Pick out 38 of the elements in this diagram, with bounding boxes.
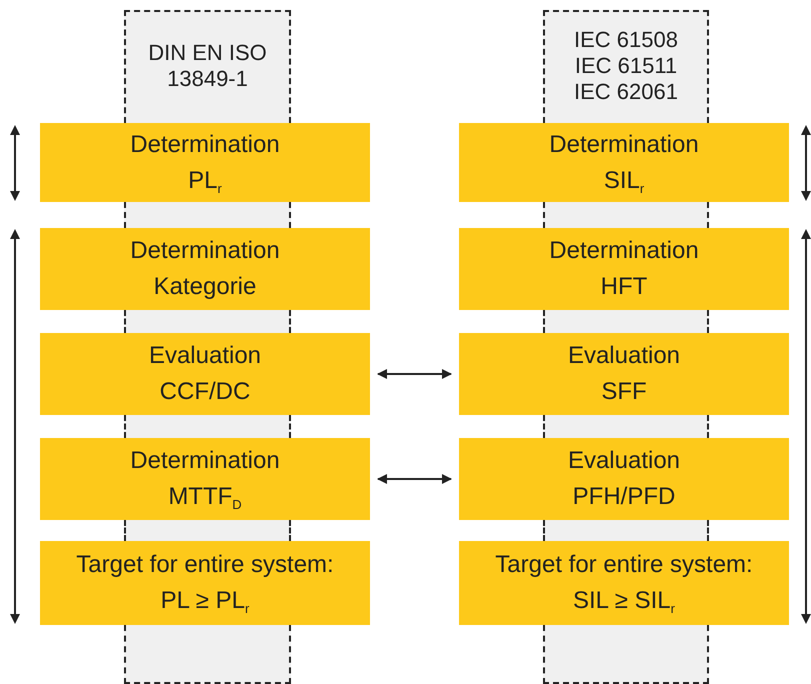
step-value: SFF (601, 377, 647, 407)
step-value: Kategorie (154, 272, 256, 302)
standard-name: IEC 61511 (574, 53, 678, 79)
standard-name: DIN EN ISO 13849-1 (147, 40, 268, 92)
step-box (459, 438, 789, 520)
step-box (459, 228, 789, 310)
step-title: Target for entire system: (76, 550, 334, 580)
step-title: Determination (130, 446, 280, 476)
step-value: SIL$_{r}$ (604, 166, 644, 198)
step-value: MTTF$_{D}$ (168, 482, 242, 514)
step-title: Determination (130, 130, 280, 160)
arrow (377, 369, 452, 379)
arrow (377, 474, 452, 484)
step-value: CCF/DC (160, 377, 250, 407)
step-title: Evaluation (148, 341, 262, 371)
step-title: Target for entire system: (495, 550, 753, 580)
standard-column (124, 10, 291, 123)
step-box (40, 333, 370, 415)
step-title: Determination (549, 236, 699, 266)
step-value: HFT (600, 272, 648, 302)
step-value: PFH/PFD (572, 482, 676, 512)
step-box (459, 333, 789, 415)
standard-name: IEC 62061 (573, 79, 679, 105)
step-value: PL ≥ PL$_{r}$ (160, 586, 250, 618)
step-box (40, 228, 370, 310)
step-box (40, 438, 370, 520)
step-title: Determination (130, 236, 280, 266)
step-title: Determination (549, 130, 699, 160)
step-box (40, 123, 370, 202)
step-value: PL$_{r}$ (188, 166, 222, 198)
step-box (40, 541, 370, 625)
step-title: Evaluation (568, 446, 680, 476)
standard-column (543, 10, 709, 123)
standard-name: IEC 61508 (573, 27, 679, 53)
step-box (459, 541, 789, 625)
step-box (459, 123, 789, 202)
step-title: Evaluation (568, 341, 680, 371)
step-value: SIL ≥ SIL$_{r}$ (572, 586, 675, 618)
